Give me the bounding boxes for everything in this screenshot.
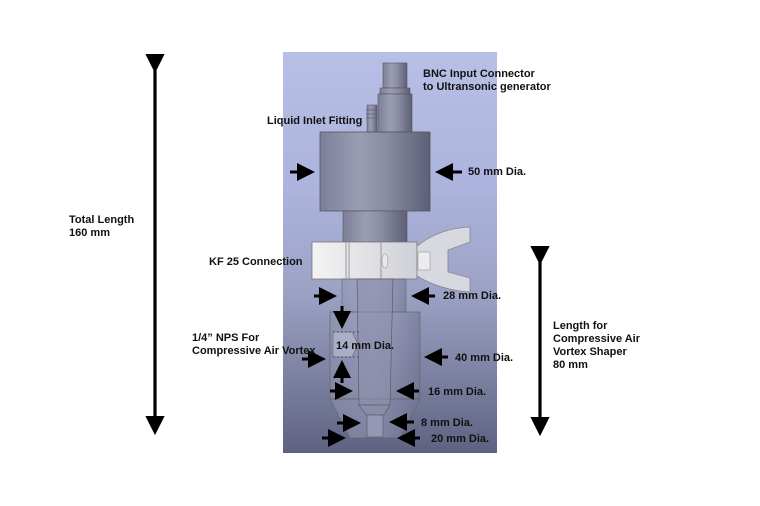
dia-16-label: 16 mm Dia. [428, 386, 487, 398]
dia-28-label: 28 mm Dia. [443, 290, 502, 302]
horn-tip-8mm [366, 414, 384, 438]
horn-tip-taper [358, 404, 391, 416]
kf25-clamp [311, 226, 471, 293]
dia-8-label: 8 mm Dia. [421, 417, 473, 429]
vortex-length-label: Length for Compressive Air Vortex Shaper… [553, 320, 641, 371]
kf25-label: KF 25 Connection [209, 256, 303, 268]
bnc-connector-body [377, 93, 413, 133]
bnc-connector-collar [379, 87, 411, 95]
total-length-label: Total Length 160 mm [69, 214, 135, 239]
liquid-inlet-fitting [366, 104, 378, 133]
housing-neck [342, 210, 408, 243]
nps-port [332, 331, 359, 358]
dia-50-label: 50 mm Dia. [468, 166, 527, 178]
transducer-housing [319, 131, 431, 212]
dia-20-label: 20 mm Dia. [431, 433, 490, 445]
bnc-connector-label: BNC Input Connector to Ultransonic gener… [423, 68, 551, 93]
bnc-connector-top [382, 62, 408, 89]
liquid-inlet-label: Liquid Inlet Fitting [267, 115, 363, 127]
dia-14-label: 14 mm Dia. [336, 340, 395, 352]
dia-40-label: 40 mm Dia. [455, 352, 514, 364]
nps-label: 1/4” NPS For Compressive Air Vortex [192, 332, 316, 357]
